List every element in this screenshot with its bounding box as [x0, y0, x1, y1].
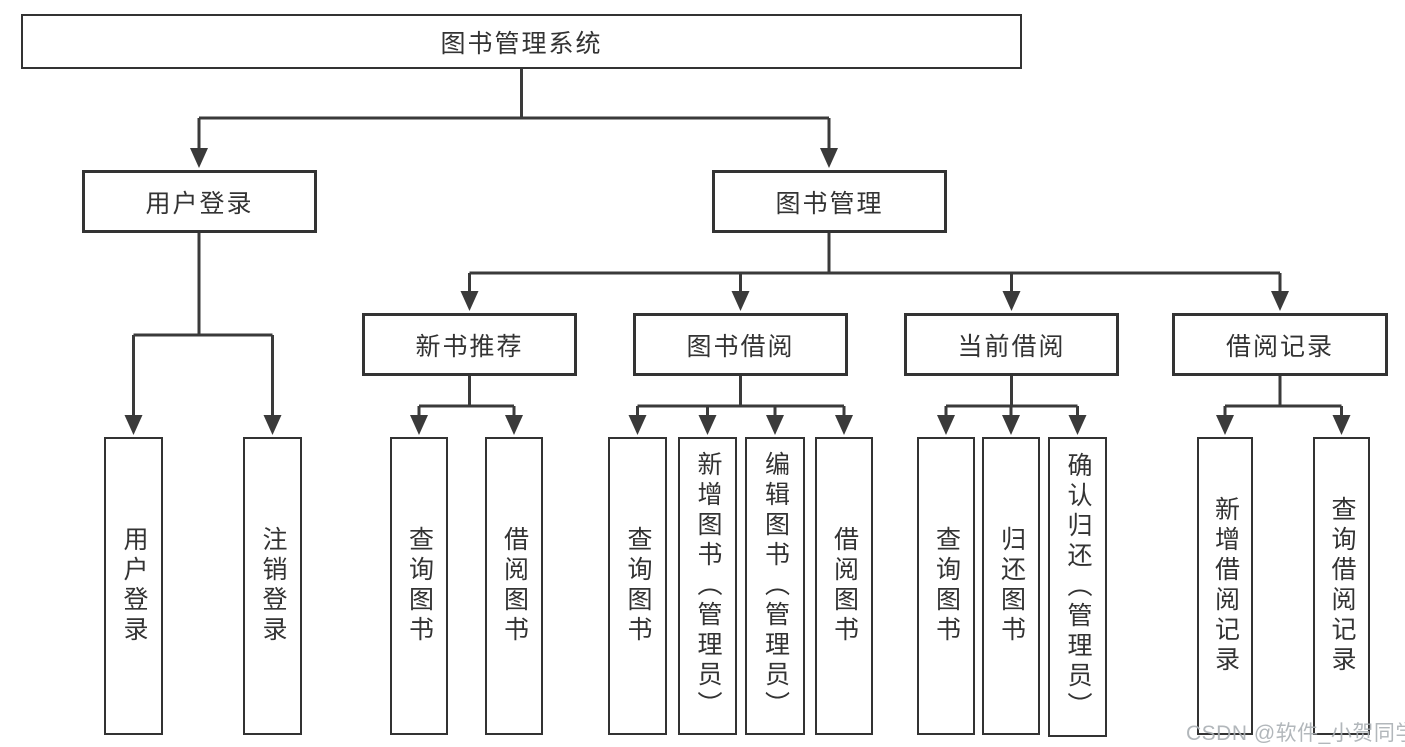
leaf-current-confirm-return-admin-label: 确认归还（管理员）	[1064, 452, 1092, 722]
leaf-recommend-borrow-books: 借阅图书	[485, 437, 543, 735]
arrowheads	[124, 148, 1351, 435]
leaf-borrowing-query-books-label: 查询图书	[624, 526, 652, 646]
arrowhead	[1271, 291, 1289, 311]
leaf-records-add-borrow-record: 新增借阅记录	[1197, 437, 1253, 735]
leaf-records-add-borrow-record-label: 新增借阅记录	[1211, 496, 1240, 676]
node-root: 图书管理系统	[21, 14, 1022, 69]
connector-edges	[132, 69, 1343, 418]
node-book-management: 图书管理	[712, 170, 947, 233]
leaf-records-query-borrow-record: 查询借阅记录	[1313, 437, 1370, 735]
node-user-login-label: 用户登录	[145, 189, 254, 218]
leaf-recommend-query-books: 查询图书	[390, 437, 448, 735]
node-root-label: 图书管理系统	[440, 29, 603, 58]
watermark: CSDN @软件_小贺同学	[1186, 722, 1405, 745]
arrowhead	[1068, 415, 1087, 435]
arrowhead	[190, 148, 208, 168]
leaf-records-query-borrow-record-label: 查询借阅记录	[1328, 496, 1356, 676]
arrowhead	[766, 415, 784, 435]
arrowhead	[628, 415, 647, 435]
leaf-current-query-books: 查询图书	[917, 437, 975, 735]
leaf-recommend-borrow-books-label: 借阅图书	[500, 526, 529, 646]
node-user-login: 用户登录	[82, 170, 317, 233]
leaf-current-confirm-return-admin: 确认归还（管理员）	[1048, 437, 1107, 737]
arrowhead	[937, 415, 955, 435]
node-book-management-label: 图书管理	[775, 189, 884, 218]
arrowhead	[1332, 415, 1351, 435]
leaf-user-login: 用户登录	[104, 437, 163, 735]
arrowhead	[263, 415, 282, 435]
leaf-current-return-books: 归还图书	[982, 437, 1040, 735]
arrowhead	[835, 415, 853, 435]
leaf-borrowing-borrow-books: 借阅图书	[815, 437, 873, 735]
leaf-user-login-label: 用户登录	[120, 526, 148, 646]
leaf-logout: 注销登录	[243, 437, 302, 735]
node-book-borrowing: 图书借阅	[633, 313, 848, 376]
arrowhead	[1216, 415, 1234, 435]
arrowhead	[698, 415, 717, 435]
node-new-book-recommend: 新书推荐	[362, 313, 577, 376]
arrowhead	[1002, 415, 1020, 435]
leaf-current-return-books-label: 归还图书	[997, 526, 1026, 646]
leaf-borrowing-edit-books-admin-label: 编辑图书（管理员）	[761, 451, 790, 721]
node-current-borrowing-label: 当前借阅	[957, 332, 1066, 361]
leaf-recommend-query-books-label: 查询图书	[405, 526, 434, 646]
node-borrowing-records: 借阅记录	[1172, 313, 1388, 376]
leaf-borrowing-borrow-books-label: 借阅图书	[830, 526, 859, 646]
node-borrowing-records-label: 借阅记录	[1225, 332, 1334, 361]
leaf-borrowing-query-books: 查询图书	[608, 437, 667, 735]
arrowhead	[820, 148, 838, 168]
leaf-borrowing-edit-books-admin: 编辑图书（管理员）	[745, 437, 805, 735]
leaf-borrowing-add-books-admin-label: 新增图书（管理员）	[694, 451, 722, 721]
arrowhead	[410, 415, 428, 435]
node-current-borrowing: 当前借阅	[904, 313, 1119, 376]
leaf-logout-label: 注销登录	[259, 526, 287, 646]
arrowhead	[731, 291, 750, 311]
arrowhead	[460, 291, 479, 311]
node-new-book-recommend-label: 新书推荐	[415, 332, 524, 361]
arrowhead	[124, 415, 143, 435]
leaf-borrowing-add-books-admin: 新增图书（管理员）	[678, 437, 737, 735]
node-book-borrowing-label: 图书借阅	[686, 332, 795, 361]
leaf-current-query-books-label: 查询图书	[932, 526, 961, 646]
arrowhead	[1002, 291, 1021, 311]
arrowhead	[505, 415, 523, 435]
